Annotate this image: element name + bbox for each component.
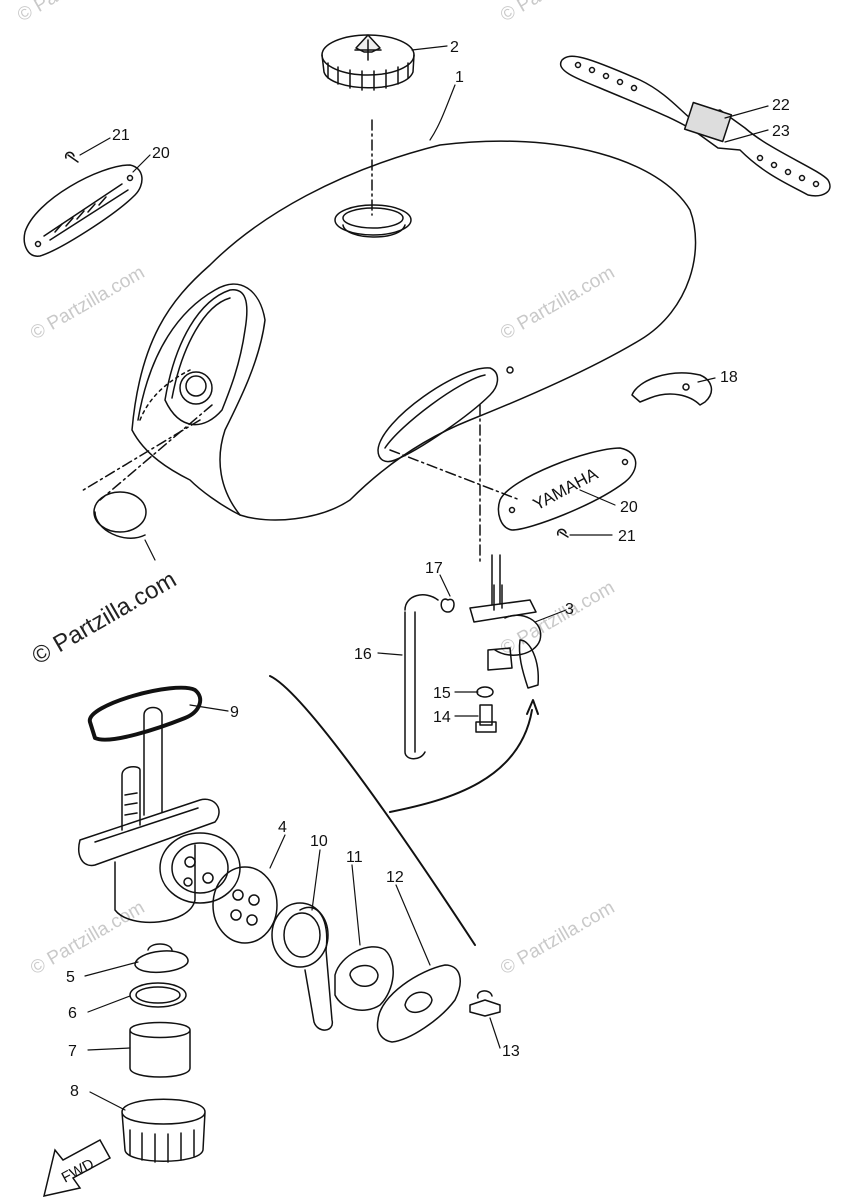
callout-7: 7: [68, 1043, 77, 1060]
watermark: © Partzilla.com: [497, 0, 618, 26]
tank-emblem-left: [23, 164, 143, 257]
watermark: © Partzilla.com: [497, 897, 618, 979]
tank-cap: [321, 34, 415, 91]
callout-20-right: 20: [620, 499, 638, 516]
watermark: © Partzilla.com: [497, 262, 618, 344]
callout-6: 6: [68, 1005, 77, 1022]
callout-12: 12: [386, 869, 404, 886]
callout-4: 4: [278, 819, 287, 836]
fuel-cup: [129, 1021, 191, 1078]
callout-22: 22: [772, 97, 790, 114]
cock-filter-plate: [212, 866, 278, 944]
leader-lines: [79, 45, 769, 1111]
detail-divider: [269, 675, 476, 946]
fuel-cock-assembly-small: [469, 554, 542, 689]
callout-23: 23: [772, 123, 790, 140]
callout-labels: 1 2 3 4 5 6 7 8 9 10 11 12 13 14 15 16 1…: [66, 39, 790, 1100]
o-ring: [129, 982, 187, 1008]
fuel-tank: [79, 119, 697, 566]
callout-5: 5: [66, 969, 75, 986]
watermark: © Partzilla.com: [27, 897, 148, 979]
emblem-screw-right: [556, 528, 569, 538]
watermark-prominent: © Partzilla.com: [28, 566, 182, 670]
callout-20-left: 20: [152, 145, 170, 162]
detail-arrow: [389, 709, 533, 813]
tank-emblem-right: [497, 447, 637, 531]
watermark: © Partzilla.com: [497, 577, 618, 659]
callout-13: 13: [502, 1043, 520, 1060]
callout-15: 15: [433, 685, 451, 702]
callout-16: 16: [354, 646, 372, 663]
cock-seal: [134, 943, 189, 973]
tank-strap: [559, 55, 831, 197]
callout-14: 14: [433, 709, 451, 726]
fuel-cock-gasket: [88, 685, 203, 742]
screw: [475, 704, 497, 733]
washer: [476, 686, 494, 698]
forward-direction-arrow: FWD: [42, 1138, 112, 1197]
lever-cover-plate: [376, 964, 461, 1043]
callout-8: 8: [70, 1083, 79, 1100]
cock-lever: [271, 902, 334, 1031]
callout-3: 3: [565, 601, 574, 618]
callout-18: 18: [720, 369, 738, 386]
callout-1: 1: [455, 69, 464, 86]
rubber-cushion: [93, 491, 147, 539]
cup-nut: [121, 1098, 206, 1162]
tank-clamp: [631, 372, 713, 406]
callout-21-right: 21: [618, 528, 636, 545]
cover-screw: [469, 990, 501, 1017]
emblem-screw-left: [64, 151, 79, 163]
fuel-pipe: [404, 594, 439, 760]
watermark: © Partzilla.com: [14, 0, 135, 26]
watermark: © Partzilla.com: [27, 262, 148, 344]
callout-17: 17: [425, 560, 443, 577]
fuel-cock-assembly-large: [78, 706, 241, 923]
lever-spring-plate: [334, 946, 394, 1011]
callout-9: 9: [230, 704, 239, 721]
hose-clip: [440, 598, 455, 613]
callout-2: 2: [450, 39, 459, 56]
fwd-label: FWD: [59, 1155, 97, 1186]
callout-10: 10: [310, 833, 328, 850]
callout-11: 11: [346, 849, 363, 866]
callout-21-left: 21: [112, 127, 130, 144]
